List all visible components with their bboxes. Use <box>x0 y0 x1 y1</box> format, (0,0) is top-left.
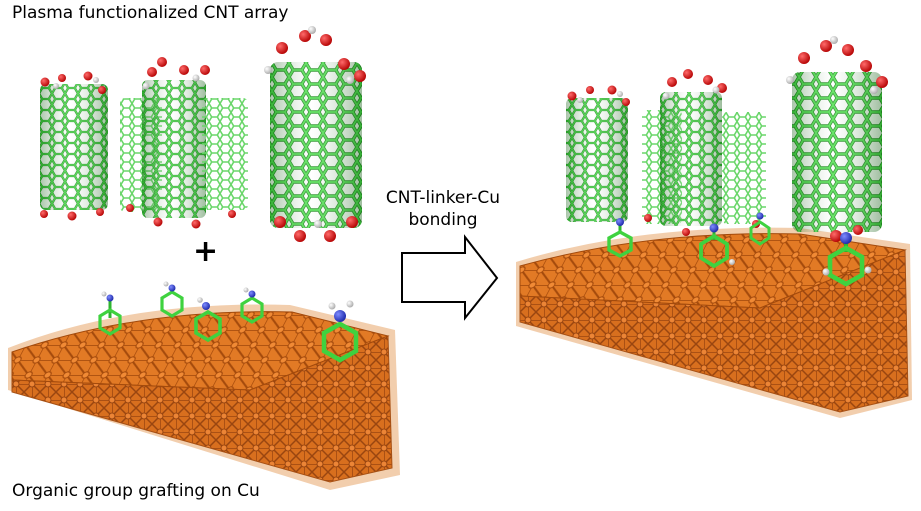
oxygen-atoms-left <box>40 30 366 242</box>
hydrogen-atoms-left <box>53 26 354 228</box>
copper-slab-left <box>8 304 400 490</box>
linker-5 <box>321 300 359 363</box>
cnt-tube-right-1 <box>566 98 628 222</box>
bonding-arrow-label: CNT-linker-Cu bonding <box>358 188 528 232</box>
left-cnt-array <box>40 26 366 242</box>
cnt-tube-4 <box>202 98 248 210</box>
linker-1 <box>98 291 122 336</box>
linker-4 <box>240 287 264 324</box>
linker-right-3 <box>749 212 771 246</box>
arrow-right-icon <box>401 234 499 321</box>
linker-right-4 <box>822 232 872 287</box>
copper-slab-right <box>516 227 912 418</box>
arrow-label-line-1: CNT-linker-Cu <box>385 188 501 208</box>
cnt-tube-3 <box>142 80 206 218</box>
linker-right-2 <box>699 223 735 269</box>
organic-linkers-right <box>607 212 872 287</box>
cnt-tube-1 <box>40 84 108 210</box>
cnt-tube-right-3 <box>660 92 722 226</box>
right-cnt-array <box>566 36 888 242</box>
cnt-tube-5 <box>270 62 362 228</box>
cnt-tube-right-4 <box>722 112 766 224</box>
hydrogen-atoms-right <box>577 36 878 103</box>
copper-grafting-label: Organic group grafting on Cu <box>12 481 260 501</box>
linker-3 <box>194 297 222 343</box>
plus-sign: + <box>193 234 219 269</box>
cnt-array-label: Plasma functionalized CNT array <box>12 3 289 23</box>
organic-linkers-left <box>98 281 359 363</box>
linker-2 <box>160 281 184 318</box>
linker-right-1 <box>607 218 633 258</box>
arrow-label-line-2: bonding <box>408 209 478 230</box>
cnt-tube-right-5 <box>792 72 882 232</box>
